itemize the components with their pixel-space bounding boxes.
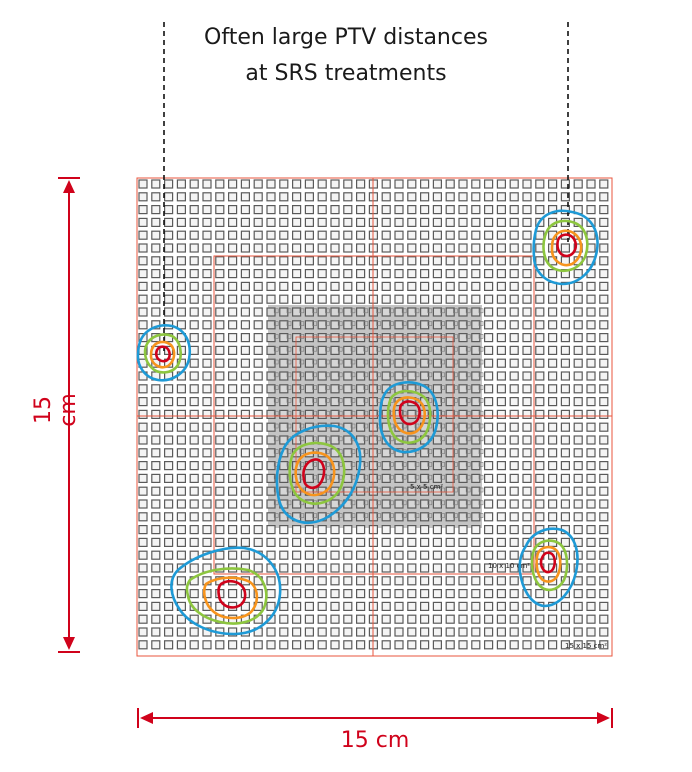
vertical-dimension-label: 15 cm [31, 393, 81, 427]
field-15x15-outline [136, 177, 613, 657]
field-5x5-outline [295, 336, 454, 493]
field-label-15x15: 15 x 15 cm² [565, 642, 607, 650]
field-10x10-outline [213, 255, 535, 575]
field-label-10x10: 10 x 10 cm² [488, 562, 530, 570]
vertical-dimension-arrow [58, 177, 80, 653]
title-line-1: Often large PTV distances [204, 25, 488, 50]
horizontal-dimension-label: 15 cm [340, 728, 410, 753]
target-top-right [532, 209, 599, 286]
title-line-2: at SRS treatments [245, 61, 447, 86]
target-bottom-right [518, 527, 579, 608]
field-label-5x5: 5 x 5 cm² [410, 483, 443, 491]
figure-title: Often large PTV distances at SRS treatme… [0, 20, 692, 92]
horizontal-dimension-arrow [137, 708, 613, 728]
target-left [136, 324, 192, 382]
target-bottom-left [170, 546, 282, 636]
target-center-right [378, 381, 439, 454]
target-center-left [275, 424, 362, 524]
